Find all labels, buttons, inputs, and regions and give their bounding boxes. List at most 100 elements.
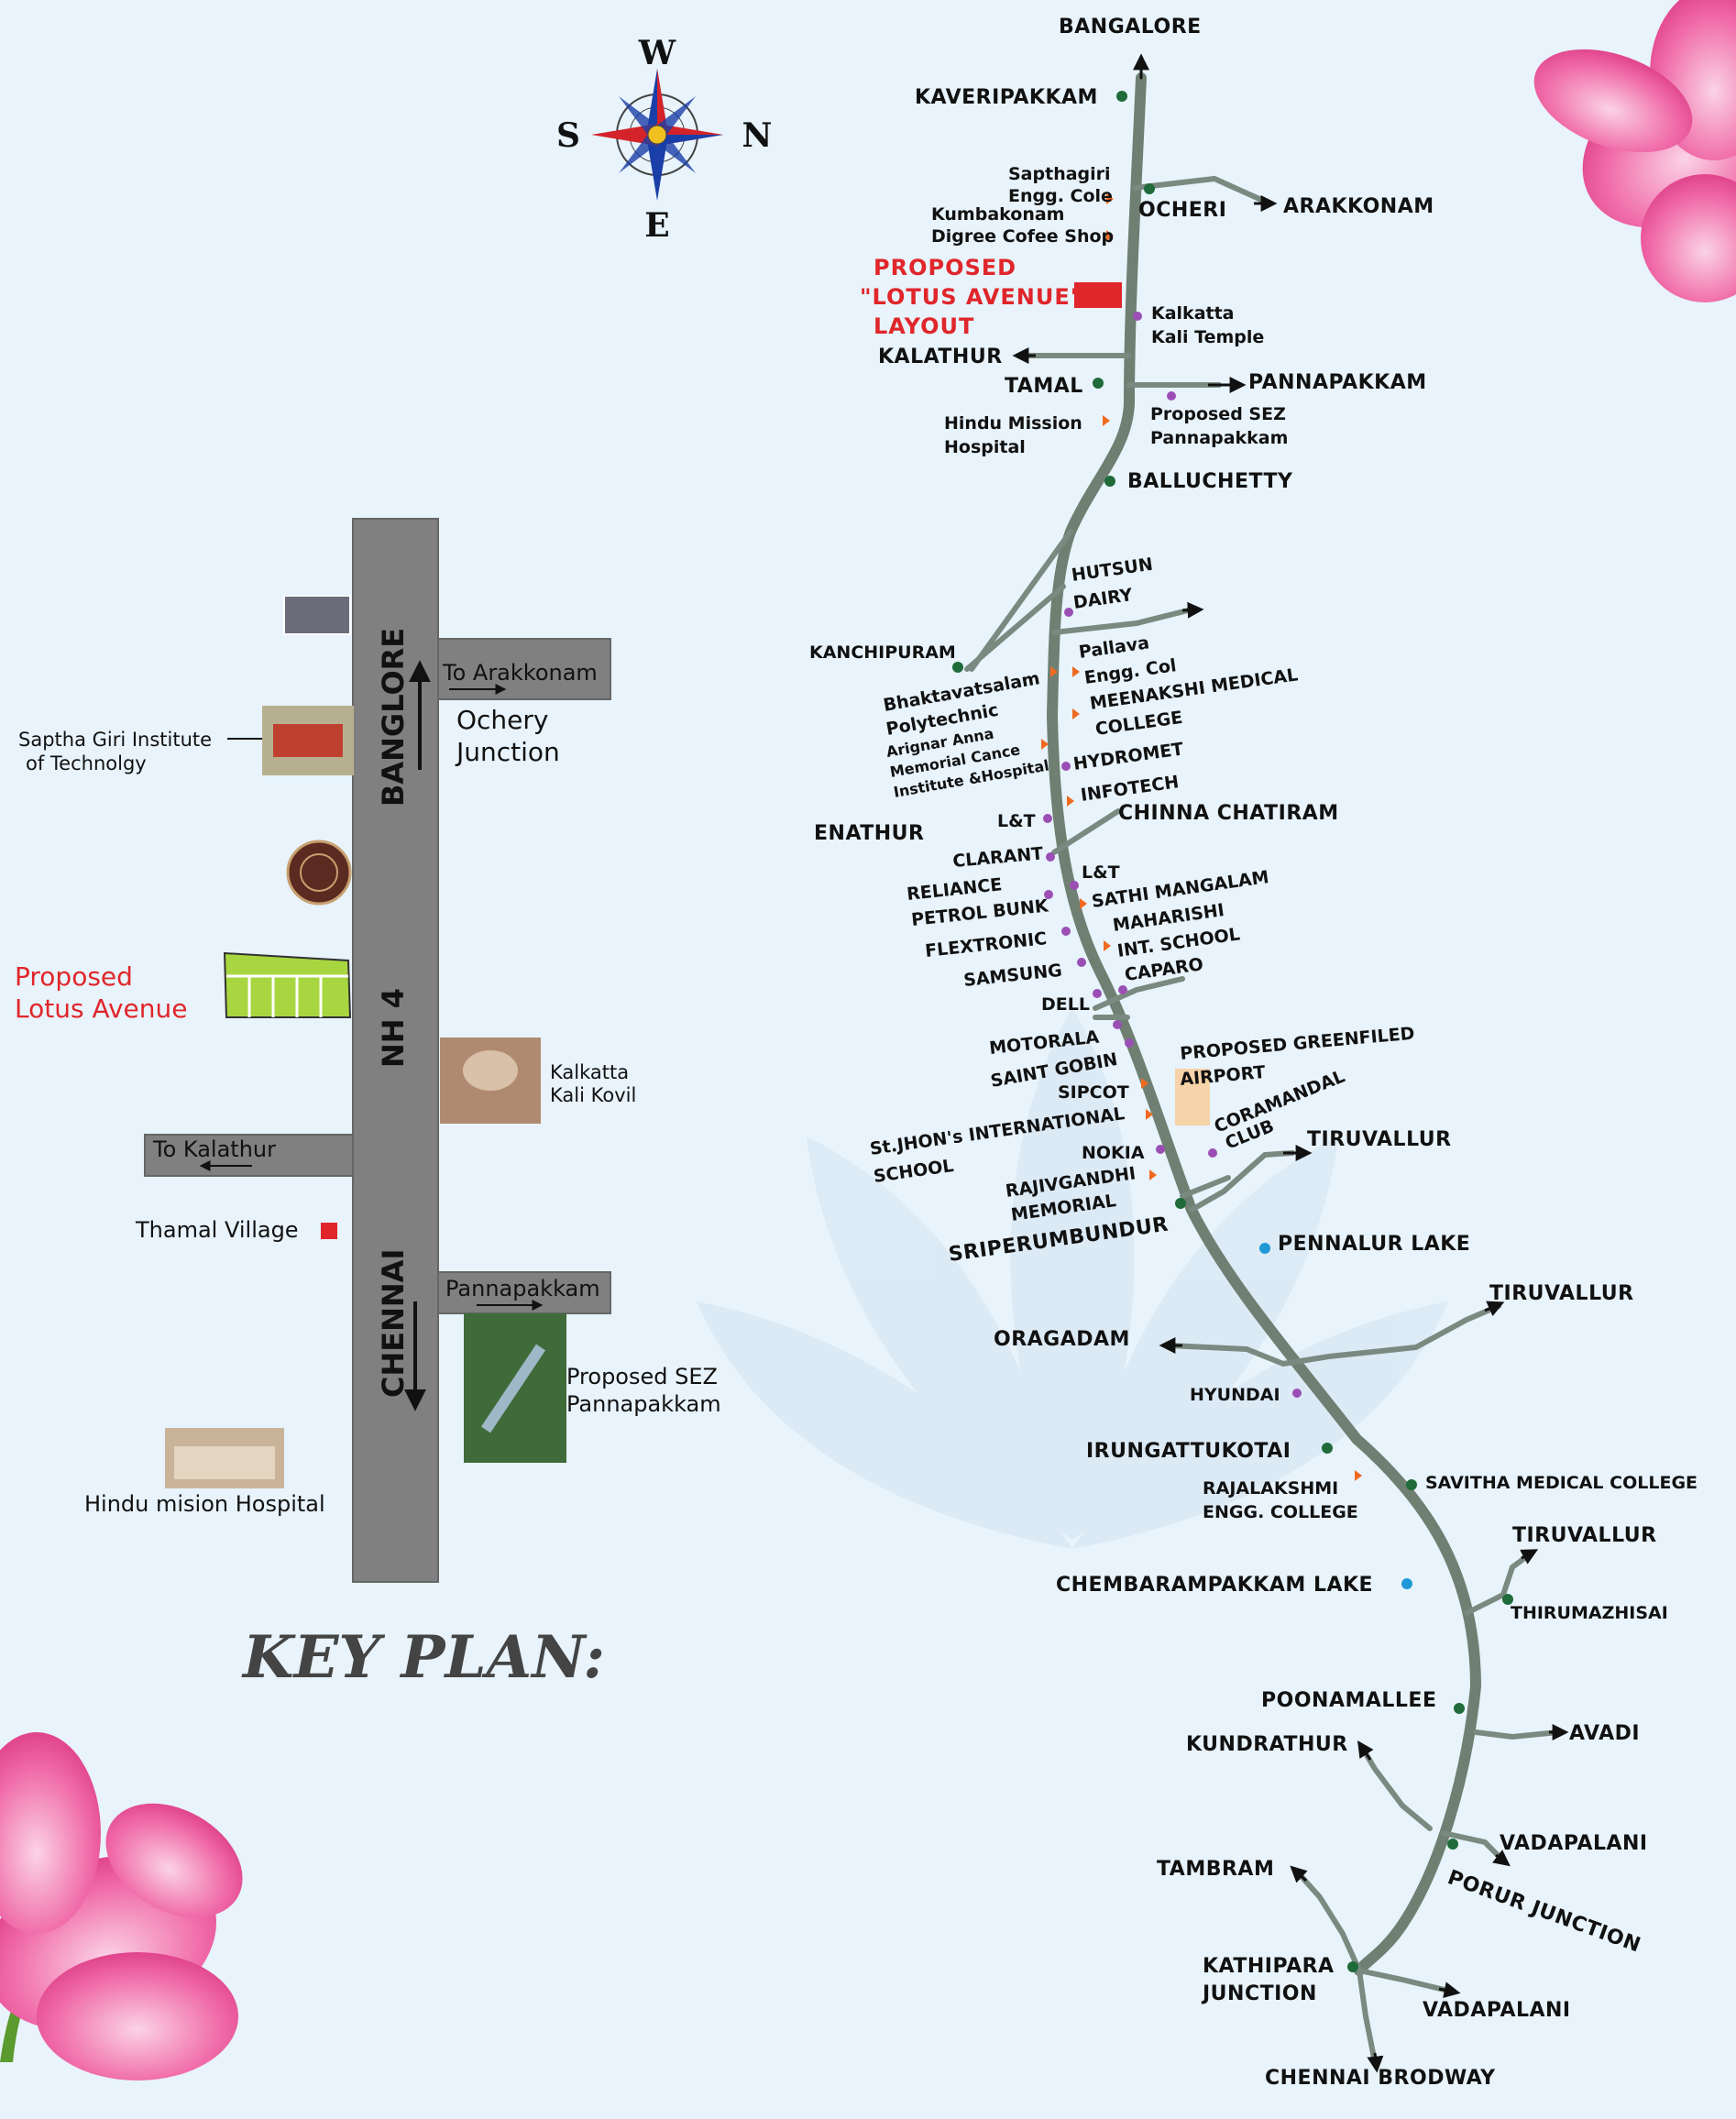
key-thamal: Thamal Village: [135, 1217, 299, 1243]
key-sez-2: Pannapakkam: [566, 1391, 721, 1417]
lbl-vadapalani-2: VADAPALANI: [1423, 1999, 1571, 2022]
map-dots: [952, 91, 1513, 1972]
lbl-hydromet: HYDROMET: [1072, 739, 1185, 774]
lbl-hindu-1: Hindu Mission: [944, 413, 1082, 434]
lbl-sez-1: Proposed SEZ: [1150, 404, 1286, 424]
compass-e: E: [644, 206, 669, 245]
lbl-arakkonam: ARAKKONAM: [1283, 195, 1434, 218]
compass-rose: [591, 69, 723, 201]
lbl-tambram: TAMBRAM: [1157, 1858, 1274, 1881]
lbl-tiruvallur-2: TIRUVALLUR: [1489, 1282, 1634, 1305]
lbl-proposed-2: "LOTUS AVENUE": [860, 284, 1082, 310]
lbl-bangalore: BANGALORE: [1059, 16, 1202, 38]
lbl-stjhon-2: SCHOOL: [873, 1156, 955, 1187]
lbl-kumbakonam-2: Digree Cofee Shop: [931, 226, 1114, 247]
lbl-kaveripakkam: KAVERIPAKKAM: [915, 86, 1098, 109]
thamal-marker: [321, 1223, 337, 1239]
key-kalkatta-2: Kali Kovil: [550, 1084, 636, 1106]
key-proposed-1: Proposed: [15, 961, 133, 992]
lbl-vadapalani-1: VADAPALANI: [1500, 1832, 1648, 1855]
key-saptha-2: of Technolgy: [26, 752, 147, 774]
lotus-watermark: [697, 1008, 1448, 1549]
lbl-chembarampakkam: CHEMBARAMPAKKAM LAKE: [1056, 1574, 1373, 1597]
lbl-nokia: NOKIA: [1082, 1143, 1145, 1163]
lbl-hindu-2: Hospital: [944, 437, 1026, 457]
lbl-greenfield-2: AIRPORT: [1180, 1062, 1267, 1090]
lbl-kalathur: KALATHUR: [878, 346, 1003, 368]
key-road-chennai: CHENNAI: [376, 1249, 411, 1398]
lbl-pennalur: PENNALUR LAKE: [1278, 1233, 1470, 1256]
key-to-arakkonam: To Arakkonam: [442, 660, 598, 686]
lotus-flower-top-right: [1533, 0, 1736, 302]
key-hindu: Hindu mision Hospital: [84, 1491, 325, 1517]
lbl-kalkatta-2: Kali Temple: [1151, 327, 1264, 347]
lbl-kanchipuram: KANCHIPURAM: [809, 642, 956, 663]
lbl-sapthagiri-1: Sapthagiri: [1008, 164, 1111, 184]
lbl-reliance-1: RELIANCE: [906, 874, 1003, 905]
lbl-tiruvallur-1: TIRUVALLUR: [1307, 1128, 1452, 1151]
lbl-pallava-1: Pallava: [1078, 632, 1151, 663]
lbl-lt2: L&T: [1082, 862, 1120, 883]
key-kalkatta-1: Kalkatta: [550, 1061, 629, 1083]
lbl-kundrathur: KUNDRATHUR: [1186, 1733, 1348, 1756]
key-to-kalathur: To Kalathur: [152, 1136, 276, 1162]
lbl-clarant: CLARANT: [952, 843, 1045, 872]
key-road-banglore: BANGLORE: [376, 628, 411, 807]
lbl-infotech: INFOTECH: [1080, 772, 1181, 806]
key-ochery-2: Junction: [455, 737, 560, 767]
lbl-kathipara-1: KATHIPARA: [1203, 1955, 1335, 1978]
key-proposed-2: Lotus Avenue: [15, 994, 187, 1024]
lbl-enathur: ENATHUR: [814, 822, 924, 845]
orange-markers: [1041, 193, 1362, 1481]
lbl-proposed-3: LAYOUT: [873, 313, 974, 339]
key-sez-1: Proposed SEZ: [566, 1364, 718, 1389]
coffee-logo: [286, 840, 352, 906]
lbl-flextronic: FLEXTRONIC: [924, 928, 1048, 961]
lbl-ocheri: OCHERI: [1138, 199, 1226, 222]
lotus-avenue-plot: [223, 951, 352, 1018]
lbl-samsung: SAMSUNG: [962, 961, 1063, 991]
lbl-porur: PORUR JUNCTION: [1445, 1866, 1643, 1957]
branch-arrows: [1012, 195, 1569, 2073]
lbl-hyundai: HYUNDAI: [1190, 1385, 1280, 1405]
lbl-hutsun-2: DAIRY: [1072, 585, 1135, 613]
lbl-oragadam: ORAGADAM: [994, 1328, 1130, 1351]
lbl-irungattukotai: IRUNGATTUKOTAI: [1086, 1440, 1291, 1463]
lbl-hutsun-1: HUTSUN: [1071, 554, 1155, 586]
compass-s: S: [556, 116, 580, 155]
lbl-kumbakonam-1: Kumbakonam: [931, 204, 1064, 225]
key-plan-title: KEY PLAN:: [241, 1623, 605, 1692]
lbl-rajalakshmi-1: RAJALAKSHMI: [1203, 1478, 1338, 1499]
key-road-nh4: NH 4: [376, 988, 411, 1068]
lbl-chennai: CHENNAI BRODWAY: [1265, 2067, 1496, 2090]
lotus-flower-bottom-left: [0, 1732, 243, 2081]
lbl-tiruvallur-3: TIRUVALLUR: [1512, 1524, 1657, 1547]
lbl-poonamallee: POONAMALLEE: [1261, 1689, 1436, 1712]
lbl-sapthagiri-2: Engg. Cole: [1008, 186, 1113, 206]
lbl-thirumazhisai: THIRUMAZHISAI: [1511, 1603, 1668, 1623]
key-ochery-1: Ochery: [456, 705, 549, 735]
lbl-savitha: SAVITHA MEDICAL COLLEGE: [1425, 1473, 1698, 1493]
airport-marker: [1175, 1069, 1210, 1125]
key-saptha-1: Saptha Giri Institute: [18, 729, 212, 751]
lbl-avadi: AVADI: [1569, 1722, 1640, 1745]
lbl-lt1: L&T: [997, 811, 1036, 831]
compass-n: N: [742, 116, 773, 155]
lbl-sipcot: SIPCOT: [1058, 1082, 1129, 1103]
lbl-tamal: TAMAL: [1005, 375, 1083, 398]
lbl-meenakshi-2: COLLEGE: [1094, 708, 1184, 740]
lbl-sez-2: Pannapakkam: [1150, 428, 1288, 448]
lbl-kalkatta-1: Kalkatta: [1151, 303, 1235, 324]
lbl-dell: DELL: [1041, 994, 1090, 1015]
lbl-rajalakshmi-2: ENGG. COLLEGE: [1203, 1502, 1358, 1522]
lbl-chinna: CHINNA CHATIRAM: [1118, 802, 1339, 825]
main-highway: [1047, 53, 1481, 1976]
lbl-greenfield-1: PROPOSED GREENFILED: [1180, 1024, 1416, 1064]
lbl-proposed-1: PROPOSED: [873, 255, 1016, 280]
compass-w: W: [638, 34, 676, 72]
lbl-balluchetty: BALLUCHETTY: [1127, 470, 1293, 493]
lbl-kathipara-2: JUNCTION: [1201, 1982, 1317, 2005]
key-pannapakkam: Pannapakkam: [445, 1276, 600, 1301]
lotus-avenue-marker: [1074, 282, 1122, 308]
